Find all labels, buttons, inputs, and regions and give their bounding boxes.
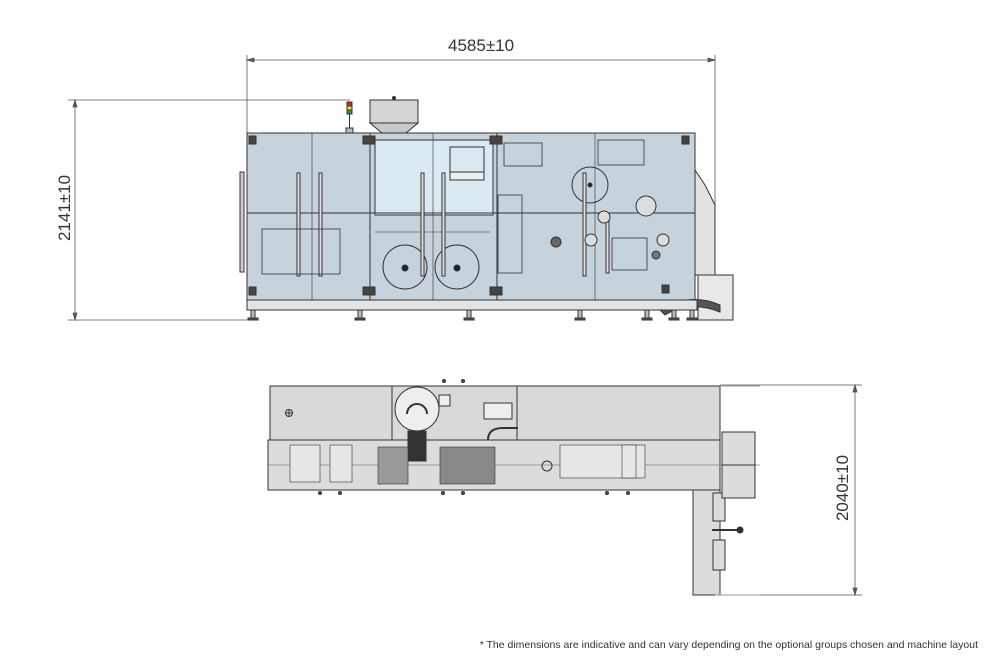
hopper xyxy=(368,96,420,134)
base-frame xyxy=(246,299,698,311)
depth-dimension-line xyxy=(720,383,862,597)
signal-light-icon xyxy=(345,101,354,134)
reel-right xyxy=(434,244,480,290)
top-panel-right xyxy=(516,385,721,441)
top-view xyxy=(267,379,760,596)
length-dimension-label: 4585±10 xyxy=(448,36,515,55)
footnote: * The dimensions are indicative and can … xyxy=(479,639,978,651)
reel-top xyxy=(394,386,440,432)
outfeed-chute xyxy=(694,168,716,276)
reel-left xyxy=(382,244,428,290)
length-dimension-line xyxy=(245,55,717,320)
side-view xyxy=(239,96,734,321)
height-dimension-label: 2141±10 xyxy=(55,174,74,242)
height-dimension-line xyxy=(68,98,350,322)
depth-dimension-label: 2040±10 xyxy=(833,454,852,522)
